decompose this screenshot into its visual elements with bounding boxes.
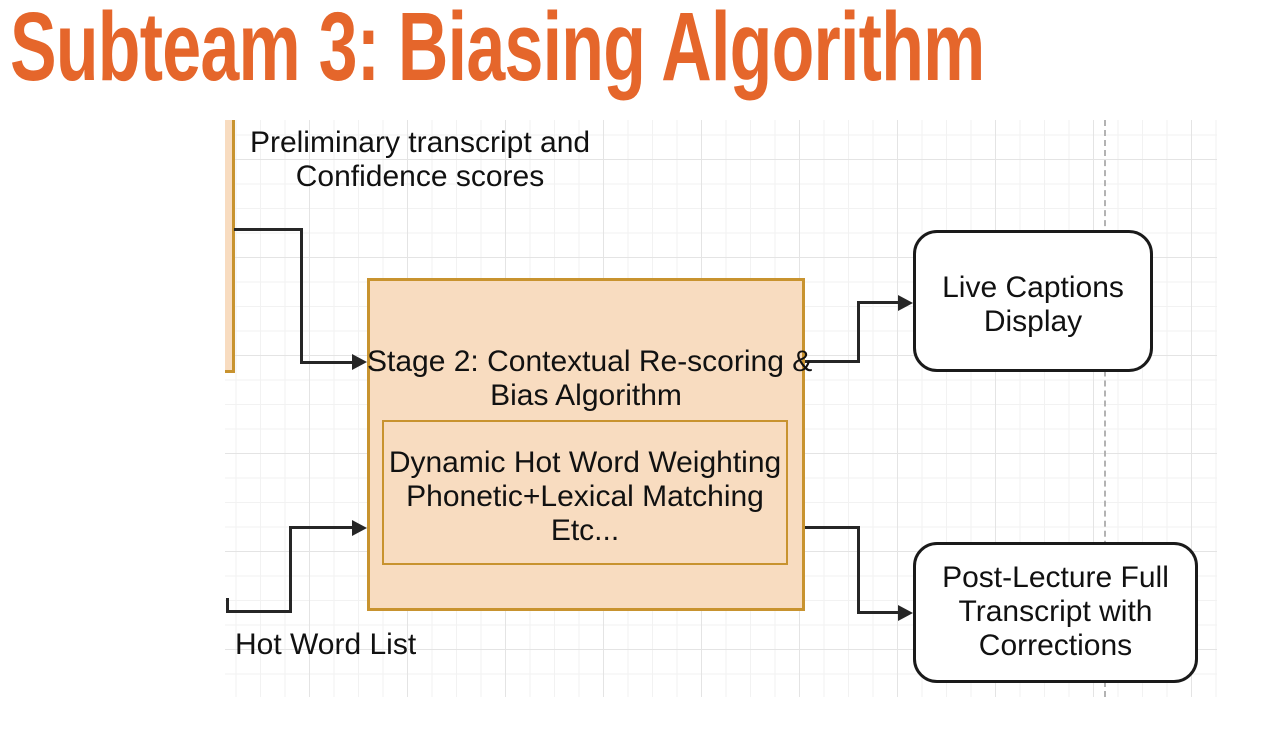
arrow-head-icon — [352, 354, 367, 370]
arrow-segment — [857, 526, 860, 614]
stage2-node — [367, 278, 805, 611]
arrow-segment — [289, 527, 292, 613]
stage2-detail-node — [382, 420, 788, 565]
arrow-segment — [857, 301, 860, 363]
arrow-segment — [857, 611, 899, 614]
arrow-segment — [234, 228, 303, 231]
post-lecture-node-label: Post-Lecture Full Transcript with Correc… — [942, 561, 1169, 662]
upstream-node-edge — [225, 120, 235, 373]
hot-word-list-label: Hot Word List — [235, 628, 417, 661]
arrow-segment — [300, 228, 303, 364]
arrow-segment — [857, 301, 899, 304]
arrow-head-icon — [898, 295, 913, 311]
post-lecture-node — [913, 542, 1198, 683]
arrow-head-icon — [898, 605, 913, 621]
slide-title: Subteam 3: Biasing Algorithm — [10, 0, 985, 101]
arrow-segment — [805, 360, 860, 363]
stage2-node-label: Stage 2: Contextual Re-scoring & Bias Al… — [367, 345, 813, 412]
stage2-detail-node-label: Dynamic Hot Word Weighting Phonetic+Lexi… — [388, 446, 782, 547]
arrow-segment — [805, 526, 860, 529]
arrow-segment — [226, 598, 229, 612]
page-boundary-dashed-line — [1104, 120, 1106, 697]
arrow-segment — [300, 361, 353, 364]
arrow-segment — [226, 610, 292, 613]
live-captions-node — [913, 230, 1153, 372]
preliminary-transcript-label: Preliminary transcript and Confidence sc… — [249, 126, 591, 193]
live-captions-node-label: Live Captions Display — [942, 271, 1124, 338]
arrow-segment — [289, 526, 353, 529]
arrow-head-icon — [352, 520, 367, 536]
